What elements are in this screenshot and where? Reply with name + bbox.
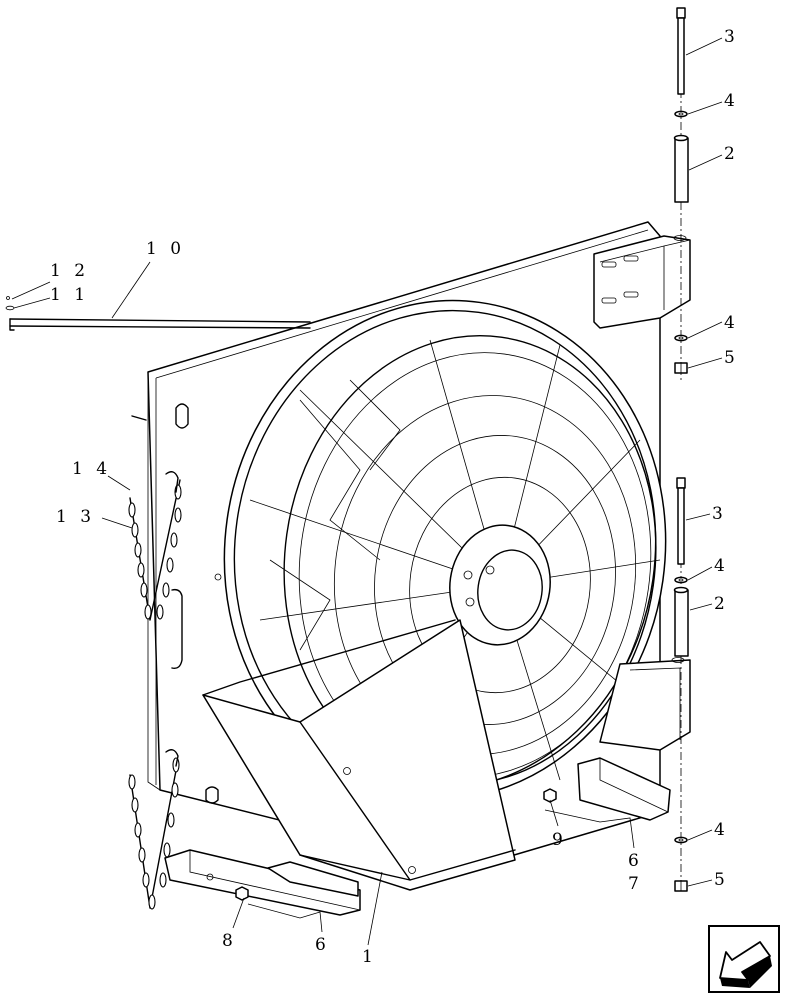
callout-2-lower: 2 <box>714 594 729 614</box>
nut-item-9 <box>543 788 557 803</box>
support-rod <box>5 296 311 331</box>
callout-labels: 3 4 2 1 0 1 2 1 1 4 5 1 4 1 3 3 4 2 9 6 … <box>50 27 739 967</box>
callout-12: 1 2 <box>50 261 89 281</box>
bottom-support-bracket <box>164 849 361 916</box>
lower-mounting-bracket <box>577 657 691 821</box>
lower-chain <box>128 749 180 910</box>
callout-9: 9 <box>552 830 567 850</box>
callout-14: 1 4 <box>72 459 111 479</box>
callout-10: 1 0 <box>146 239 185 259</box>
callout-8: 8 <box>222 931 237 951</box>
callout-2-upper: 2 <box>724 144 739 164</box>
leader-lines <box>11 37 723 946</box>
callout-5-upper: 5 <box>724 348 739 368</box>
callout-1: 1 <box>362 947 377 967</box>
callout-4-lower: 4 <box>714 820 729 840</box>
lower-deflector-shield <box>202 619 516 891</box>
next-page-arrow-icon[interactable] <box>708 925 780 993</box>
callout-7: 7 <box>628 874 643 894</box>
callout-4-third: 4 <box>714 556 729 576</box>
upper-chain <box>128 471 182 621</box>
nut-item-8 <box>235 886 249 901</box>
callout-6-left: 6 <box>315 935 330 955</box>
upper-hardware-stack <box>673 7 689 380</box>
fan-shroud <box>223 299 667 801</box>
callout-4-second: 4 <box>724 313 739 333</box>
upper-mounting-bracket <box>593 235 691 329</box>
callout-11: 1 1 <box>50 285 89 305</box>
lower-hardware-stack <box>673 477 689 892</box>
callout-4-upper: 4 <box>724 91 739 111</box>
callout-13: 1 3 <box>56 507 95 527</box>
callout-3-lower: 3 <box>712 504 727 524</box>
callout-6-right: 6 <box>628 851 643 871</box>
callout-5-lower: 5 <box>714 870 729 890</box>
callout-3-upper: 3 <box>724 27 739 47</box>
